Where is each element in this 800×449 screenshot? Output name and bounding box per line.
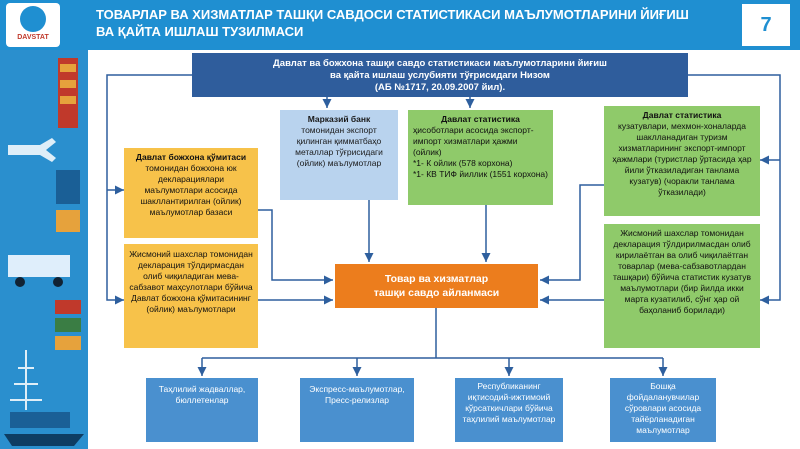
davstat-logo: DAVSTAT <box>6 3 60 47</box>
individuals-goods-text: Жисмоний шахслар томонидан декларация тў… <box>612 228 752 315</box>
central-bank-text: томонидан экспорт қилинган қимматбаҳо ме… <box>295 125 383 168</box>
central-bank-title: Марказий банк <box>307 114 371 124</box>
central-bank-box: Марказий банк томонидан экспорт қилинган… <box>280 110 398 200</box>
stat-services-box: Давлат статистика ҳисоботлари асосида эк… <box>408 110 553 205</box>
customs-text: томонидан божхона юк декларациялари маъл… <box>140 163 242 217</box>
output-text: Бошқа фойдаланувчилар сўровлари асосида … <box>624 381 702 435</box>
logo-text: DAVSTAT <box>17 34 49 41</box>
decorative-sidebar <box>0 50 88 449</box>
stat-services-title: Давлат статистика <box>441 114 520 124</box>
regulation-line1: Давлат ва божхона ташқи савдо статистика… <box>273 58 607 69</box>
trade-turnover-line2: ташқи савдо айланмаси <box>373 287 500 299</box>
header-bar: DAVSTAT ТОВАРЛАР ВА ХИЗМАТЛАР ТАШҚИ САВД… <box>0 0 800 50</box>
stat-services-form-annual: *1- КВ ТИФ йиллик (1551 корхона) <box>413 169 548 179</box>
individuals-fruit-text: Жисмоний шахслар томонидан декларация тў… <box>129 249 253 314</box>
stat-tourism-text: кузатувлари, мехмон-хоналарда шаклланади… <box>612 121 752 197</box>
output-text: Таҳлилий жадваллар, бюллетенлар <box>158 384 246 405</box>
logo-emblem-icon <box>20 6 46 32</box>
output-box-analytical-tables: Таҳлилий жадваллар, бюллетенлар <box>146 378 258 442</box>
transport-illustration-icon <box>4 58 84 446</box>
output-text: Республиканинг иқтисодий-ижтимоий кўрсат… <box>462 381 556 424</box>
regulation-line2: ва қайта ишлаш услубияти тўғрисидаги Низ… <box>330 70 550 81</box>
page-number: 7 <box>742 4 790 46</box>
output-text: Экспресс-маълумотлар, Пресс-релизлар <box>309 384 405 405</box>
customs-title: Давлат божхона қўмитаси <box>135 152 247 162</box>
output-box-user-requests: Бошқа фойдаланувчилар сўровлари асосида … <box>610 378 716 442</box>
trade-turnover-line1: Товар ва хизматлар <box>384 273 489 285</box>
page-title-line2: ВА ҚАЙТА ИШЛАШ ТУЗИЛМАСИ <box>96 24 304 39</box>
stat-tourism-title: Давлат статистика <box>642 110 722 120</box>
page-title-line1: ТОВАРЛАР ВА ХИЗМАТЛАР ТАШҚИ САВДОСИ СТАТ… <box>96 7 689 22</box>
output-box-express-data: Экспресс-маълумотлар, Пресс-релизлар <box>300 378 414 442</box>
page-title: ТОВАРЛАР ВА ХИЗМАТЛАР ТАШҚИ САВДОСИ СТАТ… <box>96 6 726 40</box>
individuals-fruit-box: Жисмоний шахслар томонидан декларация тў… <box>124 244 258 348</box>
output-box-republic-indicators: Республиканинг иқтисодий-ижтимоий кўрсат… <box>455 378 563 442</box>
regulation-line3: (АБ №1717, 20.09.2007 йил). <box>374 82 506 93</box>
trade-turnover-box: Товар ва хизматлар ташқи савдо айланмаси <box>335 264 538 308</box>
regulation-box: Давлат ва божхона ташқи савдо статистика… <box>192 53 688 97</box>
customs-box: Давлат божхона қўмитаси томонидан божхон… <box>124 148 258 238</box>
stat-services-text: ҳисоботлари асосида экспорт-импорт хизма… <box>413 125 534 157</box>
stat-tourism-box: Давлат статистика кузатувлари, мехмон-хо… <box>604 106 760 216</box>
stat-services-form-monthly: *1- К ойлик (578 корхона) <box>413 158 513 168</box>
individuals-goods-box: Жисмоний шахслар томонидан декларация тў… <box>604 224 760 348</box>
